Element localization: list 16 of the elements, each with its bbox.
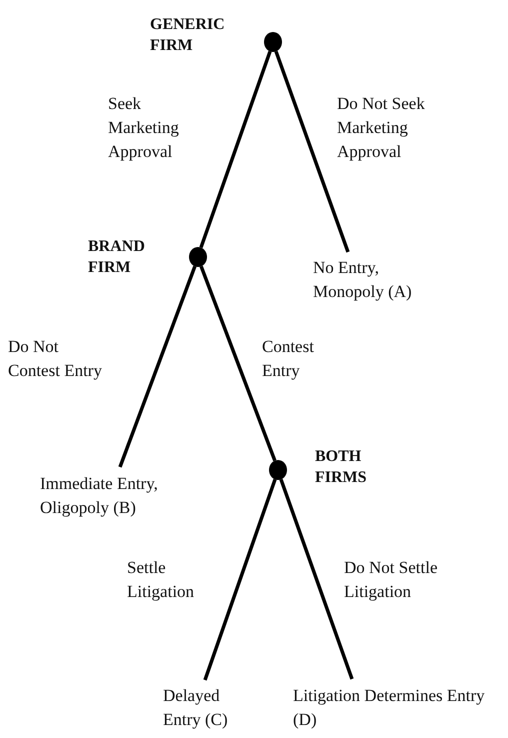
outcome-label: Litigation Determines Entry (D) [293, 684, 508, 732]
outcome-label: No Entry, Monopoly (A) [313, 256, 423, 304]
outcome-label: Immediate Entry, Oligopoly (B) [40, 472, 220, 520]
player-label: GENERIC FIRM [150, 15, 226, 56]
outcome-label: Delayed Entry (C) [163, 684, 248, 732]
decision-node [269, 460, 287, 480]
branch-line [118, 266, 196, 468]
branch-line [203, 478, 277, 681]
branch-line [200, 266, 276, 462]
player-label: BRAND FIRM [88, 237, 146, 278]
decision-node [189, 247, 207, 267]
player-label: BOTH FIRMS [315, 447, 368, 488]
branch-line [279, 478, 354, 680]
decision-node [264, 32, 282, 52]
branch-line [199, 50, 272, 248]
branch-line [274, 50, 350, 253]
